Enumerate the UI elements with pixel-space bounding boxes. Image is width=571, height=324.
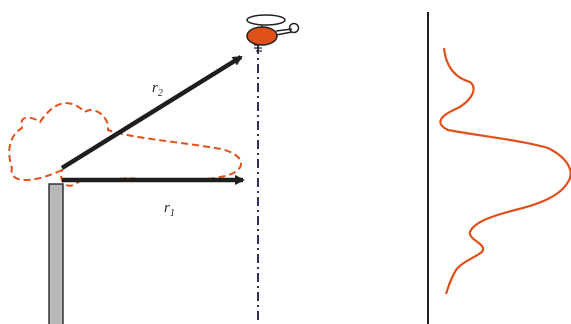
helicopter-icon	[246, 14, 300, 52]
label-r2: r2	[152, 80, 163, 99]
radiation-pattern	[8, 102, 242, 187]
profile-curve	[439, 47, 571, 295]
antenna-mast	[48, 183, 64, 324]
vector-r2-arrow	[60, 55, 243, 170]
label-r1: r1	[164, 200, 175, 219]
